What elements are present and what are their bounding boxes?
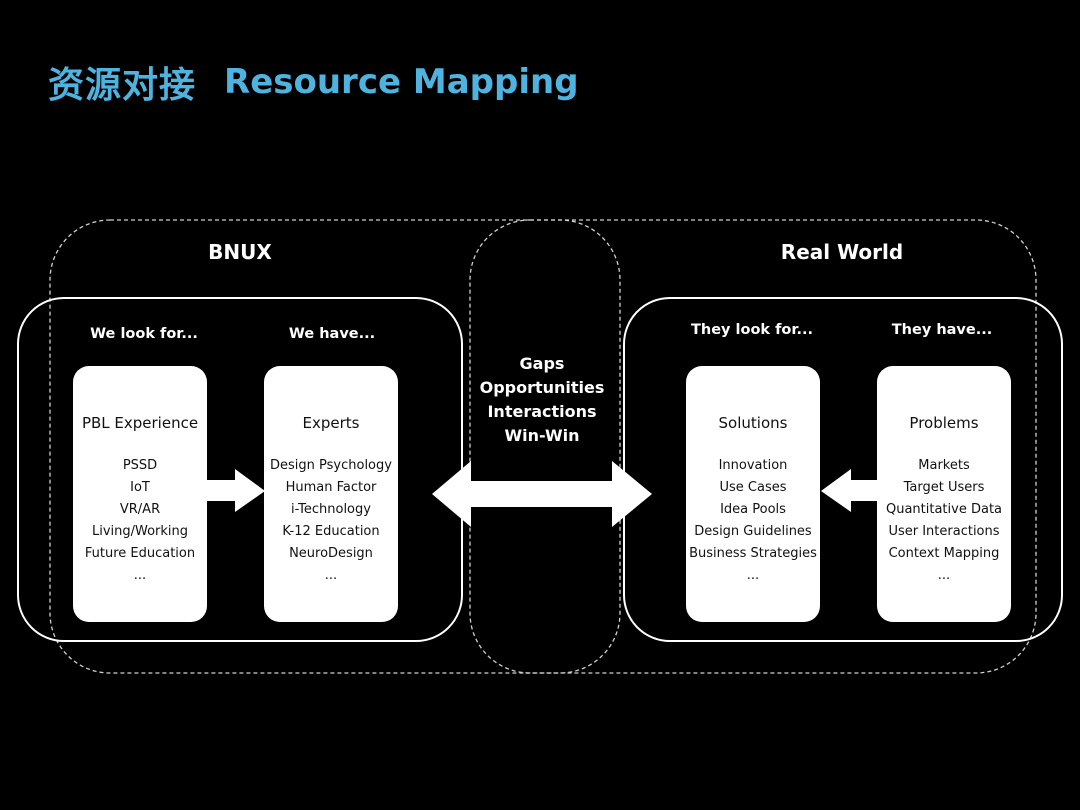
column-label-they-look-for: They look for... [690, 322, 813, 338]
list-item: User Interactions [888, 524, 1000, 539]
list-item: Use Cases [719, 480, 787, 495]
list-item: Future Education [84, 546, 196, 561]
list-item: Design Psychology [270, 458, 392, 473]
list-item: Human Factor [285, 480, 377, 495]
center-connector-labels: Gaps Opportunities Interactions Win-Win [462, 352, 622, 448]
real-world-dashed-boundary [469, 219, 1037, 674]
title-chinese: 资源对接 [48, 65, 197, 106]
center-label: Gaps [519, 354, 565, 373]
list-item: K-12 Education [282, 524, 380, 539]
card-problems: Problems Markets Target Users Quantitati… [877, 366, 1011, 622]
list-item: Design Guidelines [694, 524, 812, 539]
list-item: Context Mapping [888, 546, 1000, 561]
list-item: ... [937, 568, 951, 583]
list-item: VR/AR [119, 502, 161, 517]
arrow-left [821, 469, 879, 512]
list-item: Innovation [718, 458, 788, 473]
column-label-they-have: They have... [891, 322, 993, 338]
list-item: Quantitative Data [885, 502, 1003, 517]
list-item: Markets [918, 458, 970, 473]
card-title: Problems [909, 414, 979, 432]
slide-title: 资源对接 Resource Mapping [48, 56, 579, 108]
column-label-we-have: We have... [288, 326, 376, 342]
list-item: PSSD [122, 458, 158, 473]
list-item: Target Users [903, 480, 985, 495]
list-item: Living/Working [91, 524, 189, 539]
group-label-bnux: BNUX [208, 240, 272, 264]
list-item: i-Technology [291, 502, 371, 517]
real-world-group-box [623, 297, 1063, 642]
card-title: Experts [302, 414, 360, 432]
list-item: Business Strategies [689, 546, 817, 561]
list-item: ... [746, 568, 760, 583]
center-label: Interactions [487, 402, 597, 421]
card-item-list: Markets Target Users Quantitative Data U… [877, 455, 1011, 587]
card-item-list: Design Psychology Human Factor i-Technol… [264, 455, 398, 587]
list-item: IoT [130, 480, 150, 495]
group-label-real-world: Real World [780, 240, 904, 264]
bnux-dashed-boundary [49, 219, 621, 674]
double-arrow [432, 461, 652, 527]
card-solutions: Solutions Innovation Use Cases Idea Pool… [686, 366, 820, 622]
center-label: Opportunities [479, 378, 605, 397]
list-item: ... [133, 568, 147, 583]
list-item: ... [324, 568, 338, 583]
list-item: NeuroDesign [289, 546, 373, 561]
card-experts: Experts Design Psychology Human Factor i… [264, 366, 398, 622]
arrow-right [205, 469, 265, 512]
center-label: Win-Win [504, 426, 580, 445]
list-item: Idea Pools [720, 502, 786, 517]
title-english: Resource Mapping [224, 62, 579, 102]
card-pbl-experience: PBL Experience PSSD IoT VR/AR Living/Wor… [73, 366, 207, 622]
card-title: PBL Experience [81, 414, 199, 432]
card-item-list: PSSD IoT VR/AR Living/Working Future Edu… [73, 455, 207, 587]
card-title: Solutions [718, 414, 788, 432]
card-item-list: Innovation Use Cases Idea Pools Design G… [686, 455, 820, 587]
column-label-we-look-for: We look for... [90, 326, 198, 342]
